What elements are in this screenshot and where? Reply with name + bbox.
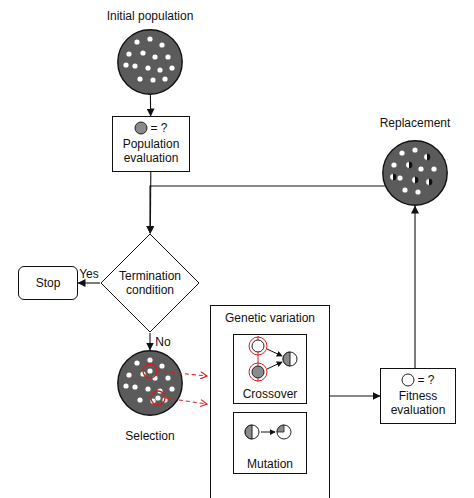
selection-ring — [151, 391, 165, 405]
flow-arrow — [149, 333, 150, 350]
circle-outline — [382, 140, 448, 206]
symbol-label: = ? — [381, 373, 455, 387]
node-label: Crossover — [234, 387, 306, 401]
edge-label: No — [155, 335, 170, 349]
parent-symbol — [245, 425, 252, 439]
circle-outline — [117, 350, 183, 416]
population-dots — [123, 36, 174, 82]
mutation-illustration — [245, 425, 291, 439]
individual-symbol — [402, 374, 414, 386]
process-box: = ? Fitness evaluation — [380, 368, 456, 424]
flow-arrow — [414, 206, 415, 368]
operator-box: Mutation — [233, 412, 307, 474]
operator-arrow — [267, 362, 282, 369]
node-label: Initial population — [90, 9, 210, 23]
flow-arrow — [150, 172, 152, 233]
replacement-circle: Replacement — [365, 116, 465, 208]
circle-outline — [117, 29, 183, 95]
terminal-box: Stop — [18, 266, 78, 300]
node-label: Replacement — [365, 116, 465, 130]
flow-arrow — [150, 95, 151, 116]
operator-arrow — [267, 349, 282, 356]
group-box: Genetic variationCrossoverMutation — [210, 305, 330, 498]
population-disc — [383, 141, 447, 205]
node-label: Genetic variation — [211, 311, 329, 325]
symbol-label: = ? — [113, 121, 189, 135]
parent-symbol — [252, 340, 264, 352]
selection-arrow — [157, 371, 207, 376]
offspring-symbol — [283, 352, 290, 366]
selection-arrow — [165, 398, 207, 404]
offspring-symbol — [277, 425, 284, 432]
individual-symbol — [135, 122, 147, 134]
parent-symbol — [245, 425, 259, 439]
connector-group — [78, 95, 415, 404]
selected-individuals — [143, 364, 165, 405]
node-label: Mutation — [234, 457, 306, 471]
decision-shape — [101, 234, 199, 332]
population-disc — [118, 30, 182, 94]
population-disc — [118, 351, 182, 415]
selection-ring — [249, 337, 267, 355]
population-circle: Initial population — [90, 9, 210, 97]
flow-arrow — [330, 395, 380, 396]
crossover-point — [258, 336, 259, 382]
node-label: Selection — [100, 429, 200, 443]
operator-box: Crossover — [233, 334, 307, 404]
process-box: = ? Population evaluation — [112, 116, 190, 172]
node-label: Stop — [21, 276, 75, 290]
population-dots — [390, 147, 437, 194]
individual-dot — [155, 395, 160, 400]
offspring-symbol — [283, 352, 297, 366]
parent-symbol — [252, 366, 264, 378]
decision-diamond: Termination condition — [100, 233, 200, 333]
node-label: Population evaluation — [115, 137, 187, 165]
edge-label: Yes — [79, 267, 99, 281]
node-label: Termination condition — [114, 269, 186, 297]
flow-arrow — [78, 282, 100, 283]
flow-arrow — [150, 186, 385, 233]
selection-ring — [249, 363, 267, 381]
offspring-symbol — [277, 425, 291, 439]
selection-circle: Selection — [100, 350, 200, 445]
operator-arrow — [261, 432, 275, 433]
crossover-illustration — [249, 336, 297, 382]
selection-ring — [143, 364, 157, 378]
population-dots — [123, 357, 174, 403]
node-label: Fitness evaluation — [383, 389, 453, 417]
individual-dot — [147, 368, 152, 373]
